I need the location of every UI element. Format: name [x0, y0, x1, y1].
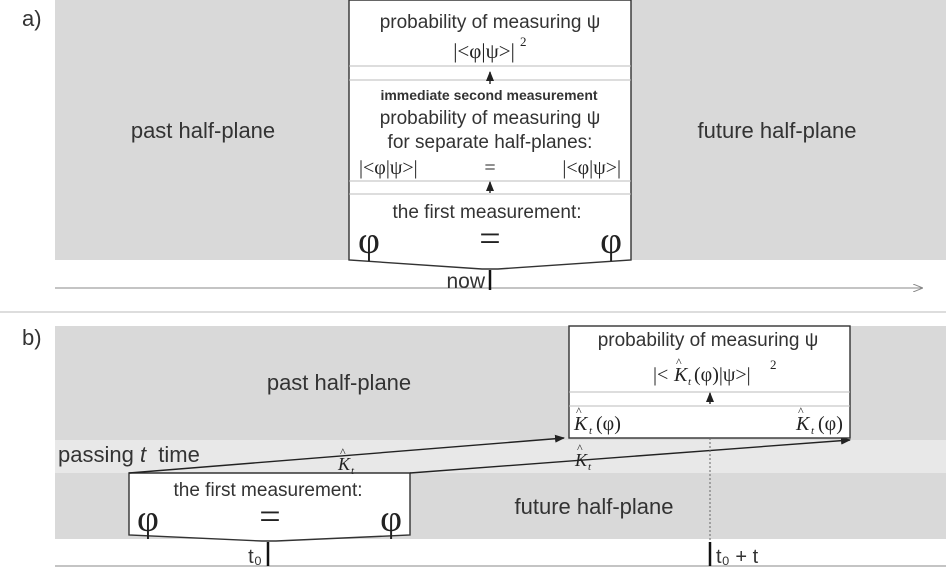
evolution-arrow-future [409, 436, 851, 474]
phi-right: φ [380, 498, 402, 540]
svg-text:^: ^ [676, 355, 682, 369]
later-measurement-box [568, 325, 851, 439]
past-half-plane-label: past half-plane [131, 118, 275, 143]
now-label: now [446, 270, 485, 293]
svg-text:t: t [811, 425, 815, 437]
equals-sign: = [484, 157, 495, 179]
prob-title: probability of measuring ψ [598, 330, 819, 351]
prob-line-1: probability of measuring ψ [380, 108, 601, 129]
prob-formula: |< K ^ t (φ)|ψ>| 2 [653, 355, 777, 388]
svg-text:(φ): (φ) [818, 413, 843, 435]
svg-text:^: ^ [798, 404, 804, 418]
phi-left: φ [137, 498, 159, 540]
t0-plus-t-label: t₀ + t [716, 546, 759, 567]
future-half-plane-label: future half-plane [698, 118, 857, 143]
svg-text:K: K [795, 413, 811, 435]
prob-title: probability of measuring ψ [380, 12, 601, 33]
k-t-operator-label: K ^ t [337, 445, 355, 477]
svg-text:^: ^ [576, 404, 582, 418]
evolution-arrow-past [128, 434, 565, 474]
k-t-operator-label: K ^ t [574, 441, 592, 473]
panel-a: a) past half-plane future half-plane pro… [22, 0, 946, 293]
k-t-phi-right: K ^ t (φ) [795, 404, 843, 437]
panel-b-label: b) [22, 325, 42, 350]
panel-a-label: a) [22, 6, 42, 31]
passing-time-label: passing t time [58, 442, 200, 467]
past-half-plane-label: past half-plane [267, 370, 411, 395]
svg-text:t: t [589, 425, 593, 437]
panel-b: b) past half-plane passing t time future… [22, 325, 946, 567]
phi-equals: = [479, 218, 500, 260]
svg-text:|<: |< [653, 364, 668, 386]
k-t-phi-left: K ^ t (φ) [573, 404, 621, 437]
svg-text:K: K [337, 454, 351, 474]
right-abs: |<φ|ψ>| [562, 157, 621, 179]
svg-text:t: t [588, 461, 592, 473]
prob-exponent: 2 [520, 34, 527, 49]
future-half-plane-label: future half-plane [515, 494, 674, 519]
phi-right: φ [600, 220, 622, 262]
now-measurement-box [348, 0, 632, 270]
svg-text:t: t [351, 465, 355, 477]
phi-equals: = [259, 496, 280, 538]
svg-text:K: K [574, 450, 588, 470]
first-measurement-label: the first measurement: [173, 480, 362, 501]
svg-text:t: t [688, 376, 692, 388]
first-measurement-label: the first measurement: [392, 202, 581, 223]
phi-left: φ [358, 220, 380, 262]
svg-text:^: ^ [340, 445, 346, 459]
svg-text:2: 2 [770, 357, 777, 372]
svg-text:^: ^ [577, 441, 583, 455]
immediate-second-measurement: immediate second measurement [380, 87, 597, 103]
prob-formula: |<φ|ψ>| [453, 39, 515, 63]
svg-text:K: K [673, 364, 689, 386]
svg-text:(φ): (φ) [596, 413, 621, 435]
svg-text:(φ)|ψ>|: (φ)|ψ>| [694, 364, 751, 386]
t0-label: t₀ [248, 546, 262, 567]
prob-line-2: for separate half-planes: [388, 132, 593, 153]
svg-text:K: K [573, 413, 589, 435]
left-abs: |<φ|ψ>| [359, 157, 418, 179]
